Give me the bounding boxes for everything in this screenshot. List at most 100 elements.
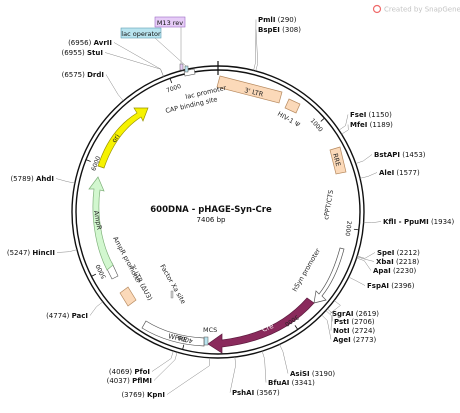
restriction-site-label[interactable]: (6956) AvrII: [68, 39, 112, 47]
restriction-site-label[interactable]: SgrAI (2619): [332, 310, 379, 318]
enzyme-name: SgrAI: [332, 310, 354, 318]
feature-mcs-box[interactable]: [204, 337, 208, 345]
feature-factor-xa-marker[interactable]: [171, 291, 173, 298]
site-leader-line: [280, 344, 288, 373]
enzyme-name: AsiSI: [290, 370, 310, 378]
site-position: (1453): [402, 151, 426, 159]
site-leader-line: [167, 358, 210, 395]
site-position: (2230): [393, 267, 417, 275]
enzyme-name: PfoI: [134, 368, 150, 376]
restriction-site-label[interactable]: MfeI (1189): [350, 121, 393, 129]
restriction-site-label[interactable]: (5789) AhdI: [10, 175, 54, 183]
site-leader-line: [114, 43, 164, 77]
restriction-site-label[interactable]: (4069) PfoI: [109, 368, 150, 376]
restriction-site-label[interactable]: AsiSI (3190): [290, 370, 335, 378]
site-position: (2773): [353, 336, 377, 344]
restriction-site-label[interactable]: FspAI (2396): [367, 282, 415, 290]
site-position: (6955): [62, 49, 86, 57]
plasmid-name: 600DNA - pHAGE-Syn-Cre: [150, 205, 272, 215]
enzyme-name: BstAPI: [374, 151, 400, 159]
feature-hiv-psi-box[interactable]: [285, 99, 300, 113]
site-leader-line: [356, 155, 372, 164]
feature-3ltr-au3-box[interactable]: [120, 287, 136, 306]
site-leader-line: [90, 302, 103, 316]
feature-ampr-promoter-label: AmpR promoter: [111, 235, 142, 285]
restriction-site-label[interactable]: (5247) HincII: [7, 249, 55, 257]
restriction-site-label[interactable]: (6575) DrdI: [62, 71, 104, 79]
restriction-site-label[interactable]: BstAPI (1453): [374, 151, 426, 159]
feature-hsyn-label: hSyn promoter: [291, 247, 322, 293]
site-position: (6956): [68, 39, 92, 47]
enzyme-name: PshAI: [232, 389, 254, 397]
restriction-site-label[interactable]: PmlI (290): [258, 16, 297, 24]
enzyme-name: FseI: [350, 111, 366, 119]
tick-mark: [170, 78, 172, 83]
site-position: (1934): [431, 218, 455, 226]
tick-mark: [91, 274, 95, 276]
watermark-text: Created by SnapGene: [384, 6, 460, 14]
site-leader-line: [230, 357, 236, 392]
site-leader-line: [262, 351, 266, 382]
site-position: (1150): [369, 111, 393, 119]
tick-mark: [183, 345, 184, 350]
restriction-site-label[interactable]: SpeI (2212): [377, 249, 420, 257]
restriction-site-label[interactable]: BspEI (308): [258, 26, 301, 34]
restriction-site-label[interactable]: PshAI (3567): [232, 389, 280, 397]
snapgene-watermark: Created by SnapGene: [374, 6, 460, 14]
site-leader-line: [154, 352, 177, 380]
tick-mark: [86, 160, 91, 162]
enzyme-name: BspEI: [258, 26, 280, 34]
lac-operator-label: lac operator: [121, 30, 161, 38]
site-position: (4069): [109, 368, 133, 376]
site-position: (2396): [391, 282, 415, 290]
restriction-site-label[interactable]: FseI (1150): [350, 111, 392, 119]
site-position: (6575): [62, 71, 86, 79]
lac-operator-connector: [155, 38, 186, 66]
site-leader-line: [360, 173, 377, 179]
feature-mcs-label: MCS: [203, 326, 217, 334]
restriction-site-label[interactable]: (4774) PacI: [46, 312, 88, 320]
restriction-site-label[interactable]: AgeI (2773): [333, 336, 377, 344]
tick-mark: [295, 325, 298, 329]
site-position: (1189): [370, 121, 394, 129]
restriction-site-label[interactable]: NotI (2724): [333, 327, 375, 335]
site-leader-line: [254, 20, 256, 71]
restriction-site-label[interactable]: PstI (2706): [334, 318, 375, 326]
enzyme-name: KpnI: [147, 391, 165, 399]
enzyme-name: KflI - PpuMI: [383, 218, 429, 226]
feature-ampr-label: AmpR: [92, 210, 103, 231]
restriction-site-label[interactable]: BfuAI (3341): [268, 379, 315, 387]
restriction-site-label[interactable]: ApaI (2230): [373, 267, 417, 275]
site-position: (4774): [46, 312, 70, 320]
feature-m13-marker[interactable]: [180, 64, 183, 70]
enzyme-name: MfeI: [350, 121, 367, 129]
tick-label: 2000: [344, 220, 353, 236]
restriction-site-label[interactable]: (4037) PflMI: [107, 377, 152, 385]
site-position: (2706): [351, 318, 375, 326]
enzyme-name: DrdI: [87, 71, 104, 79]
snapgene-logo-icon: [374, 6, 381, 13]
site-position: (5789): [10, 175, 34, 183]
site-leader-line: [152, 351, 173, 371]
site-leader-line: [105, 53, 163, 77]
enzyme-name: AgeI: [333, 336, 351, 344]
restriction-site-label[interactable]: (6955) StuI: [62, 49, 104, 57]
enzyme-name: NotI: [333, 327, 350, 335]
restriction-site-label[interactable]: AleI (1577): [379, 169, 420, 177]
feature-ori-arrow[interactable]: [98, 108, 148, 168]
restriction-site-label[interactable]: XbaI (2218): [376, 258, 420, 266]
enzyme-name: PacI: [72, 312, 88, 320]
feature-lac-operator-marker[interactable]: [185, 66, 188, 72]
site-leader-line: [364, 222, 381, 223]
feature-factor-xa-label: Factor Xa site: [158, 263, 187, 305]
tick-mark: [321, 118, 325, 121]
enzyme-name: ApaI: [373, 267, 391, 275]
enzyme-name: PstI: [334, 318, 349, 326]
site-leader-line: [57, 250, 77, 253]
restriction-site-label[interactable]: (3769) KpnI: [121, 391, 165, 399]
tick-label: 1000: [309, 117, 324, 133]
restriction-site-label[interactable]: KflI - PpuMI (1934): [383, 218, 454, 226]
enzyme-name: HincII: [32, 249, 55, 257]
